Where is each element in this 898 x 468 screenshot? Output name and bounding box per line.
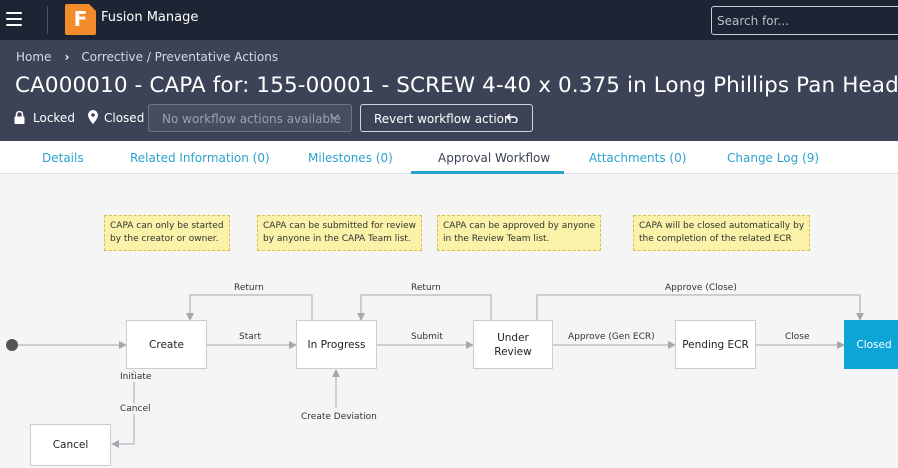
note-text: the completion of the related ECR [639, 234, 792, 244]
start-node [6, 339, 18, 351]
transition-label: Initiate [120, 372, 152, 382]
transition-label: Close [785, 332, 810, 342]
workflow-note: CAPA can only be started by the creator … [104, 215, 230, 251]
tab-bar: Details Related Information (0) Mileston… [0, 141, 898, 174]
workflow-note: CAPA will be closed automatically by the… [633, 215, 811, 251]
active-tab-indicator [411, 171, 564, 174]
page-title: CA000010 - CAPA for: 155-00001 - SCREW 4… [15, 73, 898, 98]
chevron-down-icon [330, 114, 339, 120]
state-closed[interactable]: Closed [844, 320, 898, 369]
note-text: CAPA can only be started [110, 221, 224, 231]
tab-attachments[interactable]: Attachments (0) [589, 151, 687, 165]
transition-label: Approve (Gen ECR) [568, 332, 655, 342]
workflow-diagram: CAPA can only be started by the creator … [0, 174, 898, 468]
workflow-connectors [6, 294, 864, 448]
lock-status-label: Locked [33, 111, 75, 125]
workflow-state-label: Closed [104, 111, 145, 125]
transition-label: Submit [411, 332, 443, 342]
note-text: in the Review Team list. [443, 234, 550, 244]
tab-milestones[interactable]: Milestones (0) [308, 151, 393, 165]
state-pending-ecr[interactable]: Pending ECR [675, 320, 756, 369]
location-pin-icon [88, 110, 98, 124]
workflow-actions-select[interactable]: No workflow actions available [148, 104, 352, 132]
breadcrumb-chevron-icon: › [64, 50, 70, 64]
transition-label: Start [239, 332, 261, 342]
state-in-progress[interactable]: In Progress [296, 320, 377, 369]
note-text: by anyone in the CAPA Team list. [263, 234, 411, 244]
tab-details[interactable]: Details [42, 151, 84, 165]
app-title[interactable]: Fusion Manage [101, 10, 199, 25]
topbar-divider [47, 6, 48, 34]
top-bar: F Fusion Manage Search for... [0, 0, 898, 40]
item-header: Home › Corrective / Preventative Actions C… [0, 40, 898, 141]
state-create[interactable]: Create [126, 320, 207, 369]
transition-label: Cancel [120, 404, 151, 414]
note-text: by the creator or owner. [110, 234, 219, 244]
workflow-note: CAPA can be approved by anyone in the Re… [437, 215, 602, 251]
state-under-review[interactable]: Under Review [473, 320, 553, 369]
tab-approval-workflow[interactable]: Approval Workflow [438, 151, 551, 165]
workflow-note: CAPA can be submitted for review by anyo… [257, 215, 422, 251]
tab-change-log[interactable]: Change Log (9) [727, 151, 820, 165]
note-text: CAPA will be closed automatically by [639, 221, 805, 231]
transition-label: Return [234, 283, 264, 293]
revert-workflow-button[interactable]: Revert workflow action [360, 104, 533, 132]
note-text: CAPA can be approved by anyone [443, 221, 596, 231]
transition-label: Approve (Close) [665, 283, 737, 293]
revert-workflow-label: Revert workflow action [374, 112, 512, 126]
undo-icon [506, 113, 518, 123]
search-input[interactable]: Search for... [711, 6, 898, 35]
state-cancel[interactable]: Cancel [30, 424, 111, 466]
tab-related-information[interactable]: Related Information (0) [130, 151, 270, 165]
transition-label: Create Deviation [301, 412, 377, 422]
note-text: CAPA can be submitted for review [263, 221, 416, 231]
hamburger-menu-icon[interactable] [6, 12, 22, 26]
breadcrumb: Home › Corrective / Preventative Actions [16, 50, 278, 64]
fusion-logo-icon[interactable]: F [65, 4, 96, 35]
breadcrumb-workspace[interactable]: Corrective / Preventative Actions [81, 50, 279, 64]
lock-icon [14, 111, 25, 124]
workflow-actions-select-value: No workflow actions available [162, 112, 341, 126]
transition-label: Return [411, 283, 441, 293]
breadcrumb-home[interactable]: Home [16, 50, 52, 64]
